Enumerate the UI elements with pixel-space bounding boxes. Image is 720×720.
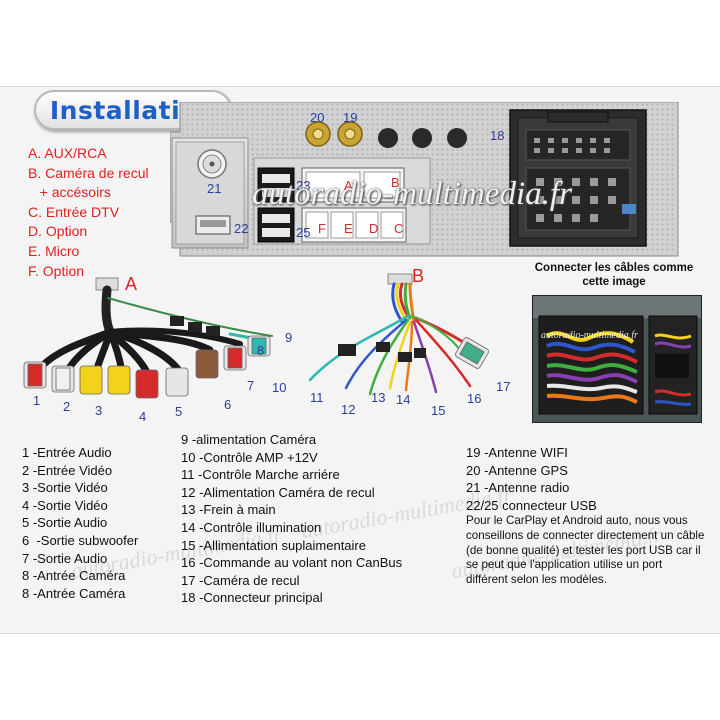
harness-number-10: 10 <box>272 380 287 395</box>
connector-photo: autoradio-multimedia.fr <box>532 295 702 423</box>
legend-list-column-1: 1 -Entrée Audio 2 -Entrée Vidéo 3 -Sorti… <box>22 444 138 602</box>
harness-number-5: 5 <box>175 404 183 419</box>
harness-number-15: 15 <box>431 403 446 418</box>
legend-item-b-cont: + accésoirs <box>28 184 111 201</box>
usb-note: Pour le CarPlay et Android auto, nous vo… <box>466 514 705 587</box>
harness-letter-b: B <box>412 266 425 286</box>
legend-entry-9: 9 -alimentation Caméra <box>181 432 317 447</box>
legend-item-d: D. Option <box>28 223 88 240</box>
legend-entry-2: 2 -Entrée Vidéo <box>22 462 113 478</box>
legend-entry-11: 11 -Contrôle Marche arriére <box>181 467 340 483</box>
legend-entry-20: 20 -Antenne GPS <box>466 462 568 478</box>
harness-number-17: 17 <box>496 379 511 394</box>
harness-number-14: 14 <box>396 392 411 407</box>
legend-entry-10: 10 -Contrôle AMP +12V <box>181 449 318 465</box>
legend-item-a: A. AUX/RCA <box>28 145 107 161</box>
harness-number-8: 8 <box>257 343 265 358</box>
harness-number-12: 12 <box>341 402 356 417</box>
harness-number-1: 1 <box>33 393 41 408</box>
legend-item-e: E. Micro <box>28 242 80 259</box>
legend-entry-1: 1 -Entrée Audio <box>22 445 112 460</box>
label-b: B <box>391 175 400 190</box>
legend-entry-14: 14 -Contrôle illumination <box>181 519 322 535</box>
legend-entry-3: 3 -Sortie Vidéo <box>22 480 108 496</box>
label-18: 18 <box>490 128 505 143</box>
harness-number-16: 16 <box>467 391 482 406</box>
legend-list-column-2: 9 -alimentation Caméra 10 -Contrôle AMP … <box>181 431 402 607</box>
harness-number-9: 9 <box>285 330 293 345</box>
legend-entry-8: 8 -Antrée Caméra <box>22 568 126 584</box>
legend-entry-4: 4 -Sortie Vidéo <box>22 497 108 513</box>
legend-entry-6: 6 -Sortie subwoofer <box>22 532 139 548</box>
rca-plug-17 <box>455 337 489 369</box>
legend-entry-12: 12 -Alimentation Caméra de recul <box>181 484 375 500</box>
legend-item-f: F. Option <box>28 262 85 279</box>
rca-plugs <box>23 335 271 399</box>
label-21: 21 <box>207 181 222 196</box>
label-19: 19 <box>343 110 358 125</box>
legend-entry-13: 13 -Frein à main <box>181 502 276 518</box>
legend-entry-21: 21 -Antenne radio <box>466 480 570 495</box>
legend-entry-15: 15 -Allimentation suplaimentaire <box>181 537 366 553</box>
label-20: 20 <box>310 110 325 125</box>
legend-entry-5: 5 -Sortie Audio <box>22 515 108 531</box>
harness-number-13: 13 <box>371 390 386 405</box>
legend-entry-7: 7 -Sortie Audio <box>22 550 108 566</box>
harness-number-3: 3 <box>95 403 103 418</box>
photo-caption: Connecter les câbles comme cette image <box>534 262 694 288</box>
label-25: 25 <box>296 225 311 240</box>
harness-letter-a: A <box>125 274 138 294</box>
harness-number-4: 4 <box>139 409 147 424</box>
label-22: 22 <box>234 221 249 236</box>
label-c: C <box>394 221 404 236</box>
main-connector-pins <box>534 138 616 222</box>
harness-b <box>308 273 482 396</box>
legend-item-c: C. Entrée DTV <box>28 203 120 220</box>
harness-number-6: 6 <box>224 397 232 412</box>
photo-watermark: autoradio-multimedia.fr <box>541 330 638 341</box>
harness-number-2: 2 <box>63 399 71 414</box>
label-a: A <box>344 178 353 193</box>
watermark: autoradio-multimedia.fr <box>252 176 572 212</box>
legend-entry-19: 19 -Antenne WIFI <box>466 445 568 460</box>
label-e: E <box>344 221 353 236</box>
legend-entry-22-25: 22/25 connecteur USB <box>466 497 597 513</box>
harness-number-11: 11 <box>310 390 324 405</box>
legend-entry-17: 17 -Caméra de recul <box>181 572 300 588</box>
connector-letter-legend: A. AUX/RCA B. Caméra de recul + accésoir… <box>28 144 178 281</box>
label-23: 23 <box>296 178 311 193</box>
label-f: F <box>318 221 326 236</box>
legend-list-column-3: 19 -Antenne WIFI 20 -Antenne GPS 21 -Ant… <box>466 444 597 514</box>
legend-entry-18: 18 -Connecteur principal <box>181 590 323 606</box>
head-unit-rear-panel <box>170 102 679 257</box>
legend-entry-8b: 8 -Antrée Caméra <box>22 585 126 601</box>
legend-entry-16: 16 -Commande au volant non CanBus <box>181 555 403 571</box>
connector-photo-image <box>533 296 701 422</box>
harness-number-7: 7 <box>247 378 255 393</box>
label-d: D <box>369 221 379 236</box>
legend-item-b: B. Caméra de recul <box>28 164 149 181</box>
cable-harness-drawing <box>23 273 489 399</box>
